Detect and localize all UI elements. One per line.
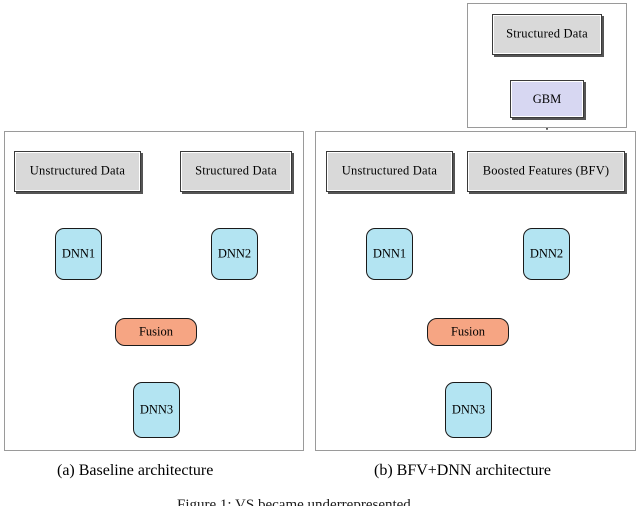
b-dnn3-node[interactable]: DNN3 bbox=[445, 382, 492, 438]
a-structured-data-box[interactable]: Structured Data bbox=[180, 151, 292, 192]
a-dnn2-label: DNN2 bbox=[217, 246, 252, 260]
caption-panel-b: (b) BFV+DNN architecture bbox=[374, 462, 551, 479]
b-fusion-node[interactable]: Fusion bbox=[427, 318, 509, 346]
figure-caption-clipped: Figure 1: VS became underrepresented bbox=[177, 497, 411, 506]
b-dnn1-node[interactable]: DNN1 bbox=[366, 228, 413, 280]
a-dnn1-label: DNN1 bbox=[61, 246, 96, 260]
b-boosted-features-box[interactable]: Boosted Features (BFV) bbox=[467, 151, 625, 192]
a-fusion-label: Fusion bbox=[138, 324, 174, 338]
b-unstructured-data-label: Unstructured Data bbox=[341, 163, 438, 178]
a-dnn2-node[interactable]: DNN2 bbox=[211, 228, 258, 280]
b-dnn1-label: DNN1 bbox=[372, 246, 407, 260]
caption-panel-a: (a) Baseline architecture bbox=[57, 462, 214, 479]
b-boosted-features-label: Boosted Features (BFV) bbox=[482, 163, 610, 178]
inset-gbm-box[interactable]: GBM bbox=[510, 80, 584, 118]
b-dnn2-node[interactable]: DNN2 bbox=[523, 228, 570, 280]
a-fusion-node[interactable]: Fusion bbox=[115, 318, 197, 346]
b-dnn3-label: DNN3 bbox=[451, 402, 486, 416]
inset-structured-data-box[interactable]: Structured Data bbox=[492, 14, 602, 55]
a-unstructured-data-label: Unstructured Data bbox=[29, 163, 126, 178]
inset-structured-data-label: Structured Data bbox=[506, 26, 588, 41]
a-structured-data-label: Structured Data bbox=[195, 163, 277, 178]
a-dnn3-node[interactable]: DNN3 bbox=[133, 382, 180, 438]
a-unstructured-data-box[interactable]: Unstructured Data bbox=[14, 151, 141, 192]
a-dnn1-node[interactable]: DNN1 bbox=[55, 228, 102, 280]
a-dnn3-label: DNN3 bbox=[139, 402, 174, 416]
b-fusion-label: Fusion bbox=[450, 324, 486, 338]
b-unstructured-data-box[interactable]: Unstructured Data bbox=[326, 151, 453, 192]
inset-gbm-label: GBM bbox=[532, 91, 562, 106]
b-dnn2-label: DNN2 bbox=[529, 246, 564, 260]
